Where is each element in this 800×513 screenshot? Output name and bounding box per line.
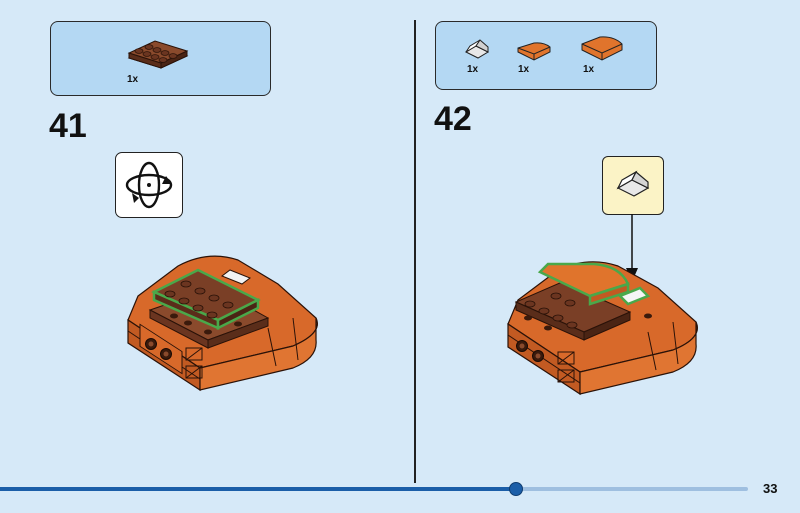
part-quantity: 1x [518,64,530,75]
step-41-model-image [127,255,318,392]
orange-curved-slope-2x2-icon [581,36,623,61]
rotate-model-icon [125,161,173,209]
sub-part-callout [602,156,664,215]
part-quantity: 1x [467,64,479,75]
step-divider [414,20,416,483]
step-number-42: 42 [434,100,472,138]
step-number-41: 41 [49,107,87,145]
white-slope-icon [616,170,650,197]
part-quantity: 1x [127,74,139,85]
rotate-model-callout [115,152,183,218]
progress-fill [0,487,516,491]
page-number: 33 [763,481,778,496]
step-42-parts-list: 1x 1x 1x [435,21,657,90]
part-quantity: 1x [583,64,595,75]
orange-curved-slope-1x2-icon [517,42,551,61]
step-42-model-image [507,261,698,396]
step-41-parts-list: 1x [50,21,271,96]
white-slope-part-icon [464,39,490,59]
brown-plate-2x4-icon [127,40,189,69]
progress-knob[interactable] [509,482,523,496]
